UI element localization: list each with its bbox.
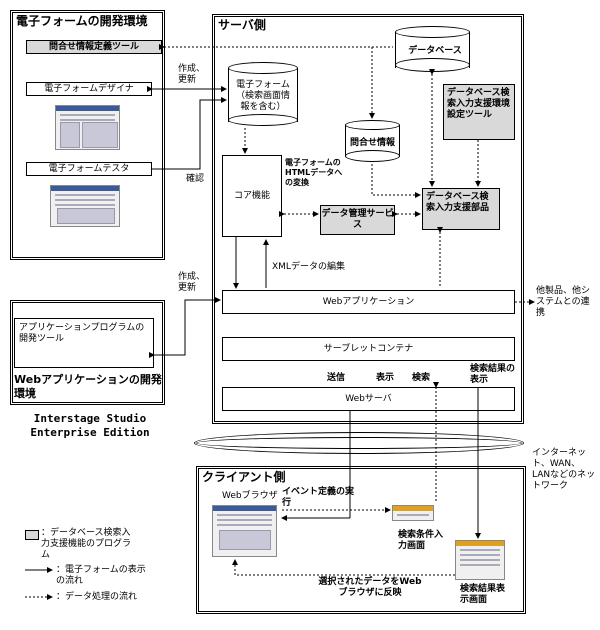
query-def-tool: 問合せ情報定義ツール — [26, 40, 162, 54]
client-title: クライアント側 — [202, 470, 286, 484]
other-products-label: 他製品、他システムとの連携 — [536, 286, 591, 318]
result-screen-screenshot — [455, 540, 505, 580]
legend-shaded-swatch — [25, 530, 39, 540]
send-label: 送信 — [327, 373, 346, 383]
product-line1: Interstage Studio — [33, 412, 147, 425]
designer-screenshot — [55, 105, 120, 150]
eform-store-cylinder — [228, 62, 298, 128]
eform-designer: 電子フォームデザイナ — [26, 82, 152, 96]
xml-edit-label: XMLデータの編集 — [272, 262, 345, 272]
eform-tester: 電子フォームテスタ — [26, 162, 152, 176]
tester-screenshot — [50, 185, 120, 227]
core-function: コア機能 — [222, 155, 282, 237]
confirm-label: 確認 — [186, 174, 205, 184]
result-display-label: 検索結果の表示 — [470, 364, 516, 385]
servlet-container: サーブレットコンテナ — [222, 337, 515, 361]
db-support-tool: データベース検索入力支援環境設定ツール — [443, 84, 515, 140]
query-info-cylinder — [345, 120, 400, 164]
query-info-label: 問合せ情報 — [349, 138, 395, 148]
database-label: データベース — [408, 46, 462, 56]
browser-screenshot — [212, 505, 277, 557]
db-support-part: データベース検索入力支援部品 — [422, 188, 500, 230]
legend-dotted-text: ：データ処理の流れ — [56, 592, 138, 602]
webapp-dev-title: Webアプリケーションの開発環境 — [14, 373, 162, 400]
network-ellipse — [194, 432, 524, 454]
create-update-label-2: 作成、更新 — [178, 272, 206, 293]
result-screen-label: 検索結果表示画面 — [460, 584, 506, 605]
product-name: Interstage Studio Enterprise Edition — [10, 412, 170, 440]
eform-dev-title: 電子フォームの開発環境 — [16, 14, 148, 28]
search-input-screenshot — [392, 505, 434, 521]
reflect-label: 選択されたデータをWebブラウザに反映 — [318, 577, 422, 598]
product-line2: Enterprise Edition — [30, 426, 150, 439]
data-mgmt-service: データ管理サービス — [320, 205, 395, 235]
web-application: Webアプリケーション — [222, 290, 515, 314]
display-label: 表示 — [376, 373, 395, 383]
server-title: サーバ側 — [218, 18, 266, 32]
search-label: 検索 — [412, 373, 431, 383]
search-input-label: 検索条件入力画面 — [398, 530, 444, 551]
network-ellipse-inner — [196, 437, 522, 449]
html-convert-note: 電子フォームのHTMLデータへの変換 — [285, 158, 343, 187]
event-exec-label: イベント定義の実行 — [282, 487, 355, 508]
create-update-label-1: 作成、更新 — [178, 64, 206, 85]
app-dev-tool: アプリケーションプログラムの開発ツール — [14, 318, 154, 368]
browser-label: Webブラウザ — [222, 491, 278, 501]
database-cylinder — [395, 26, 470, 74]
legend-shaded-text: ：データベース検索入力支援機能のプログラム — [41, 528, 132, 560]
web-server: Webサーバ — [222, 387, 515, 411]
network-label: インターネット、WAN、LANなどのネットワーク — [532, 448, 596, 491]
eform-store-label: 電子フォーム（検索画面情報を含む） — [235, 80, 290, 112]
legend-solid-text: ：電子フォームの表示の流れ — [56, 565, 146, 586]
